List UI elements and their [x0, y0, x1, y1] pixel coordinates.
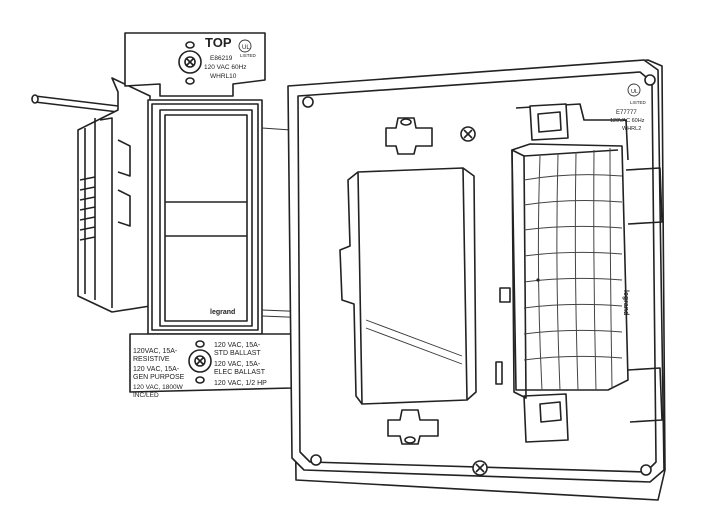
- plate-model: WHRL2: [622, 126, 641, 132]
- rating-left-line: 120 VAC, 1800W: [133, 384, 184, 391]
- switch-brand: legrand: [210, 309, 235, 316]
- switch-vents: [79, 176, 96, 241]
- svg-text:UL: UL: [242, 45, 250, 51]
- rating-left-line: 120 VAC, 15A-: [133, 366, 180, 373]
- rating-right-line: 120 VAC, 15A-: [214, 342, 261, 349]
- receiver-brand: legrand: [622, 290, 629, 315]
- side-window-lower: [627, 367, 663, 423]
- plate-listed: LISTED: [630, 100, 647, 105]
- svg-text:UL: UL: [631, 89, 638, 95]
- ul-logo-switch: [238, 39, 252, 53]
- wire-lead: [31, 94, 119, 113]
- switch-body: [77, 77, 151, 313]
- side-window-upper: [625, 167, 663, 225]
- rating-left-line: 120VAC, 15A-: [133, 348, 178, 355]
- receiver-indicator: [536, 278, 540, 282]
- rating-right-line: ELEC BALLAST: [214, 369, 266, 376]
- plate-spec: 120VAC 60Hz: [610, 118, 645, 124]
- top-label: TOP: [205, 35, 232, 50]
- top-mount-slot: [385, 117, 433, 155]
- top-clip: [529, 103, 569, 141]
- corner-hole: [644, 74, 656, 86]
- switch-opening: [357, 167, 468, 405]
- plate-code: E77777: [616, 110, 637, 116]
- rating-left-line: INC/LED: [133, 392, 159, 399]
- rating-right-line: STD BALLAST: [214, 350, 261, 357]
- rating-right-line: 120 VAC, 1/2 HP: [214, 380, 267, 387]
- rating-left-line: RESISTIVE: [133, 356, 170, 363]
- ratings-right: 120 VAC, 15A- STD BALLAST 120 VAC, 15A- …: [214, 342, 267, 387]
- switch-listed: LISTED: [240, 53, 257, 58]
- receiver-housing: [511, 143, 629, 391]
- bottom-mount-slot: [387, 409, 439, 445]
- rating-right-line: 120 VAC, 15A-: [214, 361, 261, 368]
- top-plate-code: E86219: [210, 55, 233, 62]
- ratings-left: 120VAC, 15A- RESISTIVE 120 VAC, 15A- GEN…: [133, 348, 185, 399]
- corner-hole: [640, 464, 652, 476]
- corner-hole: [310, 454, 322, 466]
- receiver-grid: [523, 147, 623, 391]
- bottom-clip: [523, 393, 569, 443]
- top-plate-model: WHRL10: [210, 73, 237, 80]
- corner-hole: [302, 96, 314, 108]
- top-plate-spec: 120 VAC 60Hz: [204, 64, 247, 71]
- rating-left-line: GEN PURPOSE: [133, 374, 185, 381]
- wall-plate: legrand UL LISTED E77777 120VAC 60Hz WHR…: [287, 59, 666, 501]
- switch-paddle[interactable]: [159, 109, 253, 327]
- ul-logo-plate: [627, 83, 641, 97]
- switch-assembly: TOP UL LISTED E86219 120 VAC 60Hz WHRL10…: [31, 32, 293, 399]
- plate-tab: [499, 287, 511, 303]
